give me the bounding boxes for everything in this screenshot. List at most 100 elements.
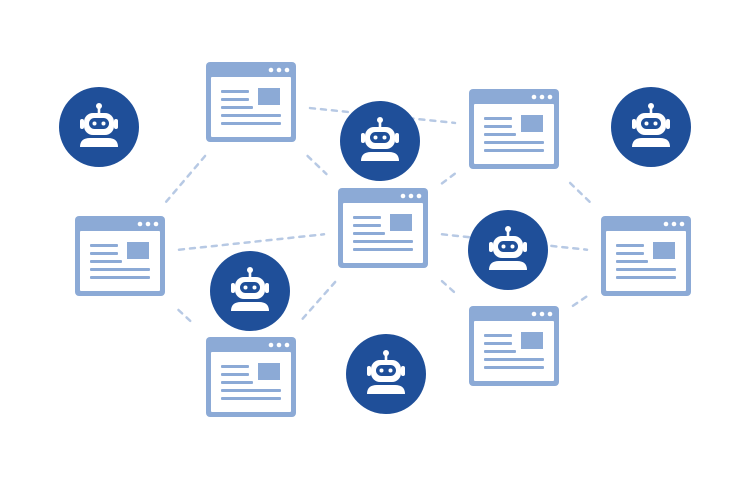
browser-window-icon-w-left <box>75 216 165 296</box>
window-dot <box>416 193 422 199</box>
robot-ear-left <box>231 283 235 293</box>
window-text-line <box>90 276 150 279</box>
robot-eye-left <box>92 121 97 126</box>
robot-eye-left <box>243 285 248 290</box>
robot-ear-left <box>632 119 636 129</box>
window-text-line <box>484 366 544 369</box>
window-image-block <box>521 332 543 349</box>
window-text-line <box>221 90 249 93</box>
window-dot <box>531 94 537 100</box>
robot-eye-right <box>388 368 393 373</box>
robot-eye-left <box>644 121 649 126</box>
robot-visor <box>641 118 661 129</box>
robot-antenna-stem <box>506 230 510 236</box>
connector-line-w-bottom-right-w-right <box>571 294 589 308</box>
window-text-line <box>221 106 253 109</box>
robot-antenna <box>247 267 253 273</box>
window-text-line <box>353 224 381 227</box>
window-text-line <box>221 365 249 368</box>
robot-body <box>80 138 118 147</box>
robot-ear-left <box>361 133 365 143</box>
window-dot <box>400 193 406 199</box>
robot-ear-right <box>401 366 405 376</box>
browser-window-icon-w-center <box>338 188 428 268</box>
robot-eye-right <box>252 285 257 290</box>
window-text-line <box>484 117 512 120</box>
window-text-line <box>90 244 118 247</box>
window-text-line <box>221 397 281 400</box>
window-dot <box>539 311 545 317</box>
robot-antenna-stem <box>384 354 388 360</box>
window-text-line <box>484 141 544 144</box>
connector-layer <box>164 106 592 325</box>
window-text-line <box>353 248 413 251</box>
browser-window-icon-w-bottom-left <box>206 337 296 417</box>
window-text-line <box>484 125 512 128</box>
robot-antenna-stem <box>378 121 382 127</box>
browser-window-icon-w-right <box>601 216 691 296</box>
window-text-line <box>221 122 281 125</box>
window-text-line <box>90 268 150 271</box>
window-text-line <box>484 149 544 152</box>
robot-eye-right <box>101 121 106 126</box>
robot-bot-icon-r-far-right <box>611 87 691 167</box>
window-image-block <box>258 363 280 380</box>
robot-body <box>361 152 399 161</box>
window-text-line <box>221 98 249 101</box>
robot-bot-icon-r-lower-left <box>210 251 290 331</box>
window-text-line <box>616 252 644 255</box>
window-dot <box>663 221 669 227</box>
robot-eye-right <box>653 121 658 126</box>
window-dot <box>284 342 290 348</box>
window-dot <box>137 221 143 227</box>
connector-line-w-top-left-w-center <box>306 154 328 176</box>
robot-eye-left <box>373 135 378 140</box>
connector-line-w-center-w-bottom-left <box>297 280 337 325</box>
robot-eye-left <box>379 368 384 373</box>
window-text-line <box>484 334 512 337</box>
window-image-block <box>521 115 543 132</box>
robot-antenna-stem <box>248 271 252 277</box>
connector-line-w-top-right-w-right <box>568 181 592 204</box>
browser-window-icon-w-bottom-right <box>469 306 559 386</box>
window-text-line <box>353 240 413 243</box>
robot-antenna <box>505 226 511 232</box>
browser-window-icon-w-top-right <box>469 89 559 169</box>
robot-bot-icon-r-bottom <box>346 334 426 414</box>
window-text-line <box>90 252 118 255</box>
connector-line-w-center-w-bottom-right <box>440 279 457 295</box>
window-text-line <box>484 342 512 345</box>
window-image-block <box>653 242 675 259</box>
robot-antenna-stem <box>649 107 653 113</box>
robot-antenna <box>383 350 389 356</box>
robot-visor <box>370 132 390 143</box>
robot-ear-right <box>666 119 670 129</box>
window-text-line <box>90 260 122 263</box>
connector-line-w-left-w-bottom-left <box>177 308 194 325</box>
browser-window-icon-w-top-left <box>206 62 296 142</box>
robot-ear-left <box>367 366 371 376</box>
window-dot <box>408 193 414 199</box>
connector-line-w-left-w-center <box>177 233 326 251</box>
window-text-line <box>221 373 249 376</box>
window-dot <box>153 221 159 227</box>
window-dot <box>679 221 685 227</box>
robot-layer <box>59 87 691 414</box>
robot-antenna <box>377 117 383 123</box>
robot-body <box>632 138 670 147</box>
window-dot <box>268 67 274 73</box>
robot-ear-right <box>114 119 118 129</box>
window-dot <box>276 67 282 73</box>
robot-visor <box>89 118 109 129</box>
robot-eye-left <box>501 244 506 249</box>
window-dot <box>547 94 553 100</box>
window-layer <box>75 62 691 417</box>
robot-eye-right <box>510 244 515 249</box>
window-text-line <box>221 389 281 392</box>
connector-line-w-center-w-top-right <box>440 172 457 185</box>
window-dot <box>268 342 274 348</box>
robot-bot-icon-r-center-right <box>468 210 548 290</box>
robot-visor <box>376 365 396 376</box>
